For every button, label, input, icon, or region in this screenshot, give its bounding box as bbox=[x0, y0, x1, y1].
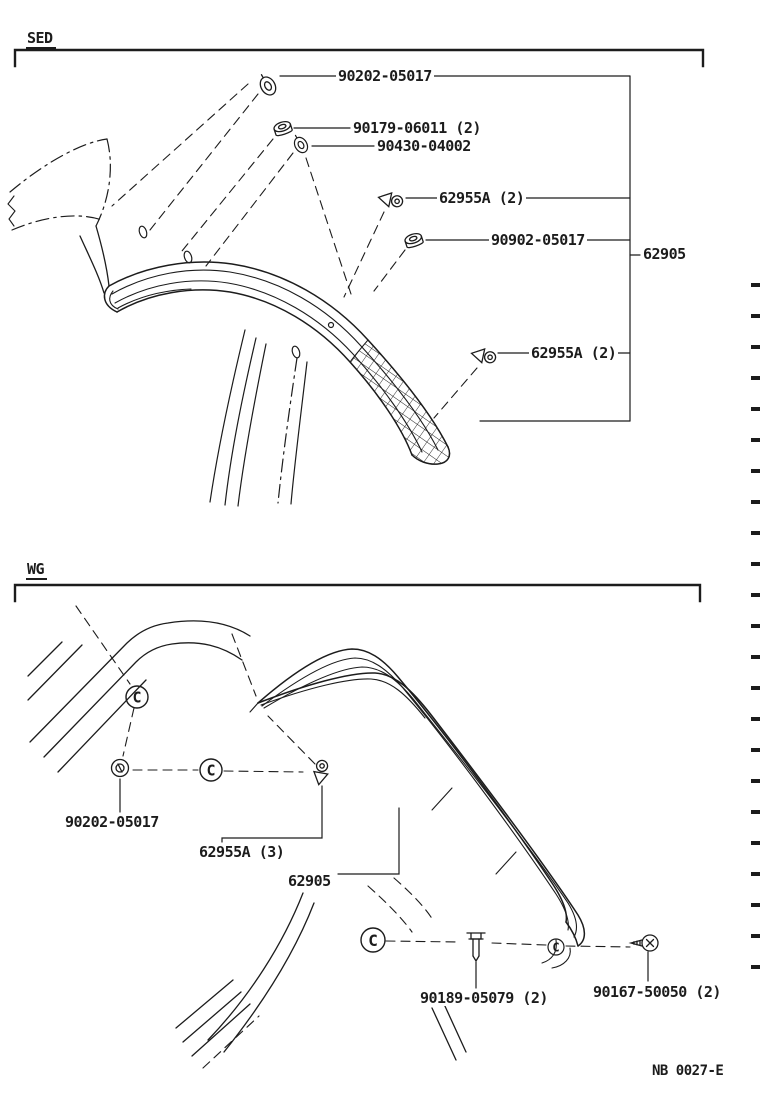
part-label-sed-grommet-top: 90202-05017 bbox=[336, 67, 434, 85]
part-label-sed-garnish-assembly: 62905 bbox=[641, 245, 688, 263]
clip-position-mark: C bbox=[199, 758, 223, 782]
sed-bracket bbox=[13, 48, 705, 68]
svg-text:C: C bbox=[132, 689, 141, 707]
part-label-wg-rivet: 90189-05079 (2) bbox=[418, 989, 550, 1007]
wg-diagram-art: C C C C bbox=[13, 583, 702, 1069]
section-label-sed: SED bbox=[26, 30, 56, 49]
svg-text:C: C bbox=[368, 931, 378, 950]
sed-garnish-drawing bbox=[103, 261, 451, 465]
part-label-sed-grommet-mid: 90430-04002 bbox=[375, 137, 473, 155]
clip-position-mark: C bbox=[125, 685, 149, 709]
grommet-icon bbox=[293, 134, 309, 154]
part-label-wg-garnish-assembly: 62905 bbox=[286, 872, 333, 890]
clip-icon bbox=[377, 191, 404, 208]
section-label-wg: WG bbox=[26, 561, 48, 580]
nut-icon bbox=[273, 120, 293, 137]
screw-icon bbox=[628, 934, 659, 952]
nut-icon bbox=[404, 232, 424, 249]
clip-position-mark: C bbox=[360, 927, 386, 953]
part-label-sed-nut-upper: 90179-06011 (2) bbox=[351, 119, 483, 137]
part-label-sed-clip-upper: 62955A (2) bbox=[437, 189, 527, 207]
wg-bracket bbox=[13, 583, 702, 603]
screw-grommet-icon bbox=[259, 74, 277, 96]
clip-icon bbox=[470, 347, 497, 364]
part-label-sed-clip-lower: 62955A (2) bbox=[529, 344, 619, 362]
part-label-wg-grommet: 90202-05017 bbox=[63, 813, 161, 831]
rivet-icon bbox=[466, 932, 486, 963]
svg-text:C: C bbox=[552, 941, 559, 955]
sed-diagram-art bbox=[7, 48, 705, 507]
clip-icon bbox=[312, 759, 329, 786]
wg-garnish-drawing bbox=[257, 648, 586, 947]
part-label-wg-screw: 90167-50050 (2) bbox=[591, 983, 723, 1001]
panel-hole-marks bbox=[138, 225, 335, 359]
clip-position-mark: C bbox=[547, 938, 565, 956]
garnish-hatch-area bbox=[349, 339, 451, 465]
drawing-code: NB 0027-E bbox=[650, 1063, 726, 1079]
part-label-sed-nut-lower: 90902-05017 bbox=[489, 231, 587, 249]
part-label-wg-clip: 62955A (3) bbox=[197, 843, 287, 861]
grommet-icon bbox=[110, 758, 130, 778]
svg-text:C: C bbox=[206, 762, 215, 780]
